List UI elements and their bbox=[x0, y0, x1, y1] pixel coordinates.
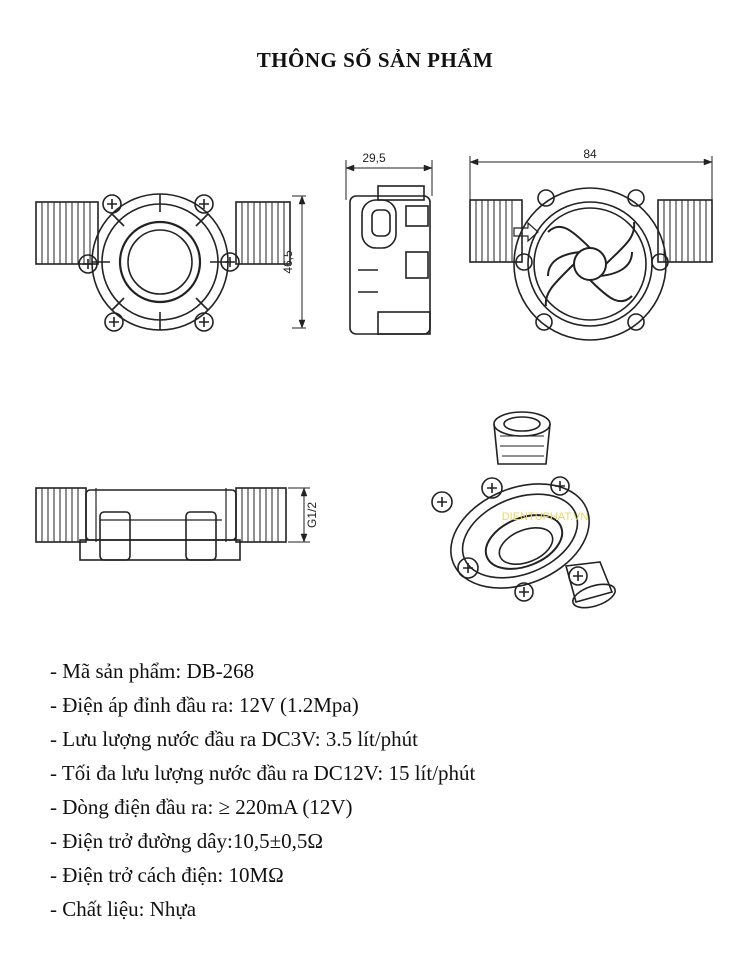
isometric-view-drawing bbox=[431, 411, 616, 609]
technical-drawings: 46,5 29,5 84 bbox=[35, 147, 713, 609]
spec-item-output-current: - Dòng điện đầu ra: ≥ 220mA (12V) bbox=[50, 795, 353, 819]
page-title: THÔNG SỐ SẢN PHẨM bbox=[256, 48, 494, 72]
turbine-view-drawing bbox=[469, 156, 713, 341]
spec-item-line-resistance: - Điện trở đường dây:10,5±0,5Ω bbox=[50, 829, 324, 853]
screw-icons bbox=[78, 194, 240, 332]
front-view-drawing bbox=[35, 193, 306, 332]
dimension-length-label: 84 bbox=[583, 147, 597, 161]
spec-item-flow-dc3v: - Lưu lượng nước đầu ra DC3V: 3.5 lít/ph… bbox=[50, 727, 419, 751]
spec-item-model: - Mã sản phẩm: DB-268 bbox=[50, 659, 255, 683]
dimension-height-label: 46,5 bbox=[281, 250, 295, 274]
spec-item-peak-voltage: - Điện áp đỉnh đầu ra: 12V (1.2Mpa) bbox=[50, 693, 359, 717]
watermark-text: DIENTUPHAT.VN bbox=[502, 511, 589, 523]
spec-item-insulation-resistance: - Điện trở cách điện: 10MΩ bbox=[50, 863, 284, 887]
side-view-drawing bbox=[345, 160, 433, 335]
profile-view-drawing bbox=[35, 487, 310, 561]
dimension-depth-label: 29,5 bbox=[362, 151, 386, 165]
dimension-thread-label: G1/2 bbox=[305, 502, 319, 528]
spec-list: - Mã sản phẩm: DB-268 - Điện áp đỉnh đầu… bbox=[50, 654, 475, 926]
spec-item-material: - Chất liệu: Nhựa bbox=[50, 897, 197, 921]
spec-item-max-flow-dc12v: - Tối đa lưu lượng nước đầu ra DC12V: 15… bbox=[50, 761, 476, 785]
